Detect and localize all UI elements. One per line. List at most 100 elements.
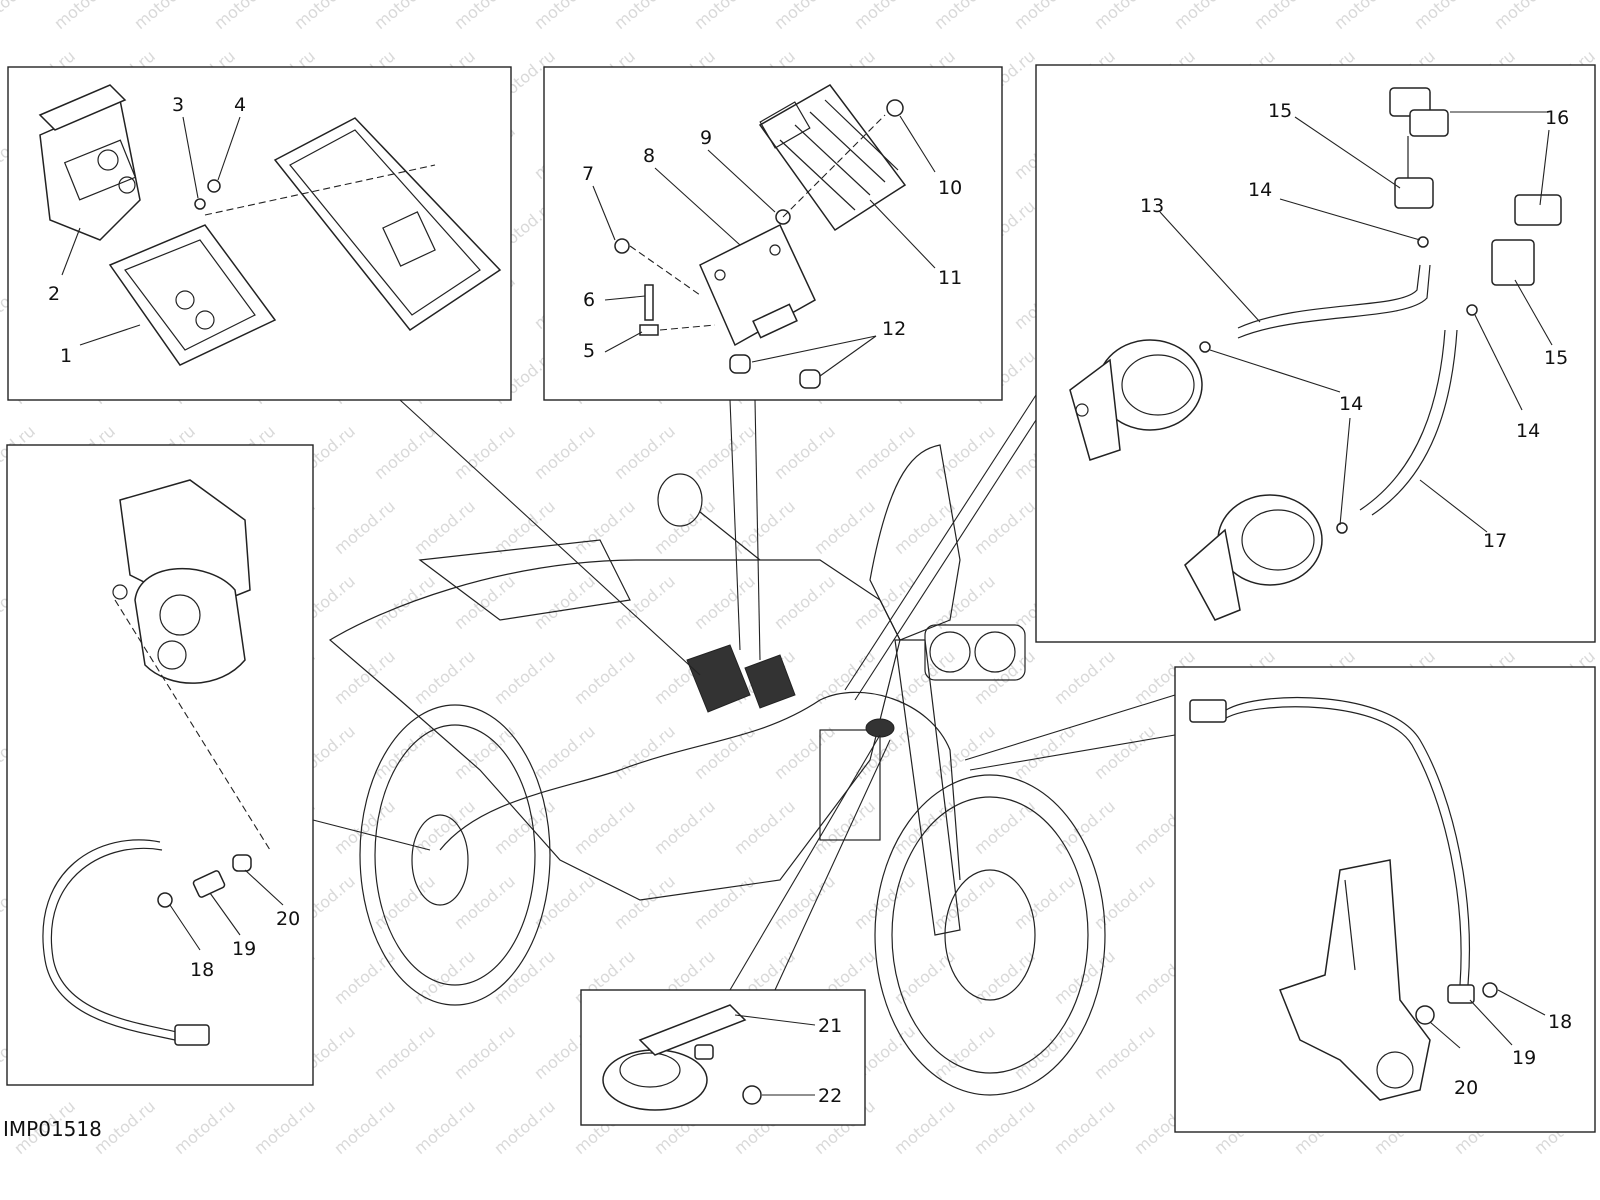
watermark: motod.ru [610, 871, 678, 933]
clamp-14d[interactable] [1466, 304, 1478, 316]
watermark: motod.ru [330, 646, 398, 708]
watermark: motod.ru [370, 571, 438, 633]
watermark: motod.ru [890, 946, 958, 1008]
watermark: motod.ru [610, 421, 678, 483]
watermark: motod.ru [690, 871, 758, 933]
callout-6: 6 [583, 289, 595, 311]
watermark: motod.ru [770, 421, 838, 483]
watermark: motod.ru [890, 796, 958, 858]
watermark: motod.ru [1090, 721, 1158, 783]
watermark: motod.ru [850, 0, 918, 33]
watermark: motod.ru [1250, 0, 1318, 33]
callout-1: 1 [60, 345, 72, 367]
watermark: motod.ru [930, 1021, 998, 1083]
clamp-14a[interactable] [1417, 236, 1429, 248]
watermark: motod.ru [490, 646, 558, 708]
assembly-line-reg-3 [782, 114, 886, 218]
front-abs-connector[interactable] [1189, 699, 1227, 723]
watermark: motod.ru [770, 571, 838, 633]
watermark: motod.ru [1490, 0, 1558, 33]
rear-abs-sensor-19[interactable] [192, 870, 226, 898]
watermark: motod.ru [1050, 646, 1118, 708]
throttle-body-upper[interactable] [1069, 339, 1203, 461]
rear-abs-cable[interactable] [42, 839, 176, 1041]
watermark: motod.ru [450, 871, 518, 933]
grommet-12b[interactable] [799, 369, 821, 389]
screw-18-rear[interactable] [157, 892, 173, 908]
washer-3[interactable] [194, 198, 206, 210]
screw-22[interactable] [742, 1085, 762, 1105]
watermark: motod.ru [370, 1021, 438, 1083]
watermark: motod.ru [690, 721, 758, 783]
front-abs-sensor-19[interactable] [1447, 984, 1475, 1004]
map-sensor-top[interactable] [1389, 87, 1449, 209]
watermark: motod.ru [770, 0, 838, 33]
callout-18-rear: 18 [190, 959, 214, 981]
rear-abs-connector[interactable] [174, 1024, 210, 1046]
assembly-line-reg-2 [659, 324, 716, 331]
callout-10: 10 [938, 177, 962, 199]
callout-5: 5 [583, 340, 595, 362]
callout-7: 7 [582, 163, 594, 185]
screw-4[interactable] [207, 179, 221, 193]
assembly-line-reg-1 [629, 245, 701, 296]
watermark: motod.ru [130, 0, 198, 33]
watermark: motod.ru [530, 721, 598, 783]
regulator-bracket[interactable] [699, 223, 816, 347]
watermark: motod.ru [490, 1096, 558, 1158]
watermark: motod.ru [850, 871, 918, 933]
watermark: motod.ru [1410, 0, 1478, 33]
watermark: motod.ru [450, 571, 518, 633]
callout-21: 21 [818, 1015, 842, 1037]
callout-14b: 14 [1339, 393, 1363, 415]
watermark: motod.ru [530, 571, 598, 633]
clamp-14c[interactable] [1336, 522, 1348, 534]
callout-18-front: 18 [1548, 1011, 1572, 1033]
screw-7[interactable] [614, 238, 630, 254]
watermark: motod.ru [610, 0, 678, 33]
horn-on-bike [865, 718, 895, 738]
spacer-5[interactable] [639, 324, 659, 336]
watermark: motod.ru [930, 421, 998, 483]
front-fork-leg[interactable] [1279, 859, 1431, 1101]
ecu-cover[interactable] [273, 117, 502, 332]
watermark: motod.ru [330, 1096, 398, 1158]
voltage-regulator[interactable] [758, 84, 907, 232]
watermark: motod.ru [410, 946, 478, 1008]
screw-18-front[interactable] [1482, 982, 1498, 998]
watermark: motod.ru [1010, 0, 1078, 33]
ecu-bracket[interactable] [108, 224, 277, 366]
watermark: motod.ru [330, 496, 398, 558]
watermark: motod.ru [570, 796, 638, 858]
front-wheel [874, 774, 1106, 1096]
horn[interactable] [602, 1004, 747, 1111]
watermark: motod.ru [410, 1096, 478, 1158]
watermark: motod.ru [650, 796, 718, 858]
callout-17: 17 [1483, 530, 1507, 552]
spacer-20-front[interactable] [1415, 1005, 1435, 1025]
throttle-body-lower[interactable] [1184, 494, 1323, 621]
watermark: motod.ru [450, 1021, 518, 1083]
vacuum-hose-13[interactable] [1237, 264, 1421, 329]
clamp-14b[interactable] [1199, 341, 1211, 353]
watermark: motod.ru [810, 496, 878, 558]
vacuum-hose-17[interactable] [1359, 329, 1446, 511]
callout-15a: 15 [1268, 100, 1292, 122]
spacer-20-rear[interactable] [232, 854, 252, 872]
panel-ecu: 1 2 3 4 [7, 66, 512, 401]
ecu-unit[interactable] [38, 84, 141, 241]
watermark: motod.ru [570, 646, 638, 708]
rear-brake-caliper[interactable] [112, 479, 251, 684]
watermark: motod.ru [1010, 721, 1078, 783]
front-abs-cable[interactable] [1225, 696, 1470, 986]
grommet-12a[interactable] [729, 354, 751, 374]
map-sensor-right[interactable] [1491, 194, 1562, 286]
watermark: motod.ru [730, 796, 798, 858]
watermark: motod.ru [810, 646, 878, 708]
nut-10[interactable] [886, 99, 904, 117]
watermark: motod.ru [850, 571, 918, 633]
watermark: motod.ru [1170, 0, 1238, 33]
callout-14a: 14 [1248, 179, 1272, 201]
screw-6[interactable] [644, 284, 654, 321]
watermark: motod.ru [490, 946, 558, 1008]
